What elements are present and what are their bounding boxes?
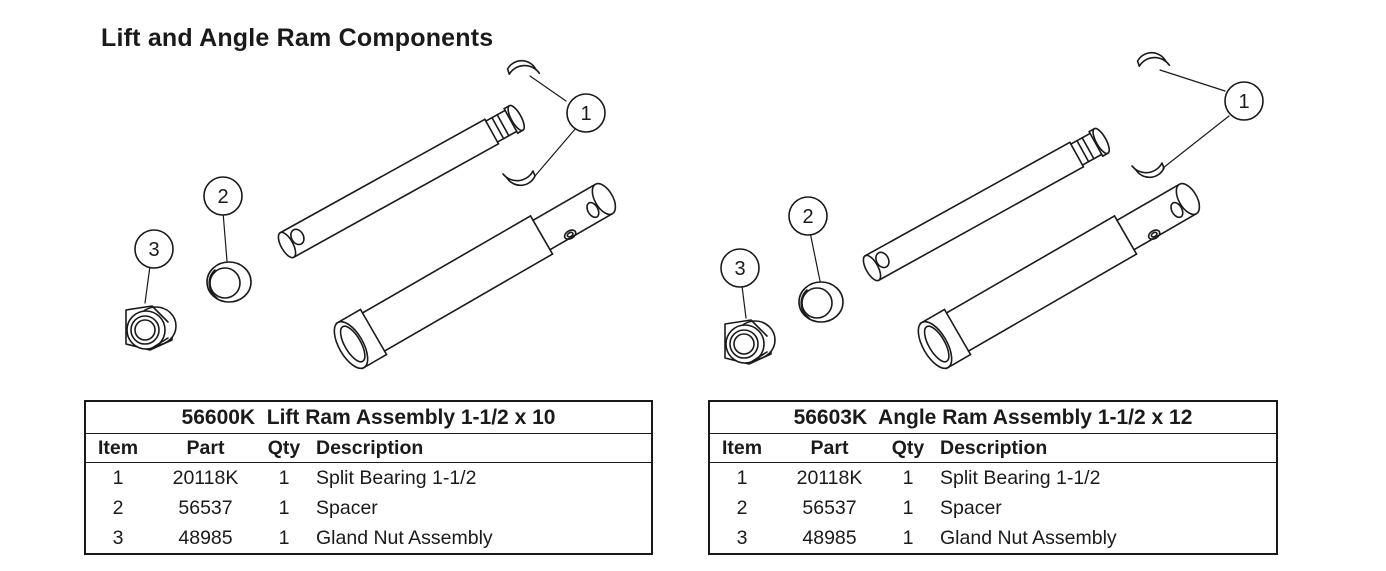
assembly-name: Angle Ram Assembly 1-1/2 x 12: [878, 405, 1193, 429]
cell-qty: 1: [278, 497, 290, 519]
table-row: 2 56537 1 Spacer: [709, 493, 1277, 523]
col-description: Description: [307, 433, 652, 463]
cell-description: Gland Nut Assembly: [316, 527, 493, 549]
spacer-right: [798, 281, 844, 323]
cell-part: 48985: [802, 527, 857, 549]
callout-3-left: 3: [134, 229, 174, 269]
col-qty: Qty: [261, 433, 307, 463]
callout-3-right: 3: [720, 248, 760, 288]
cell-description: Spacer: [316, 497, 378, 519]
assembly-number: 56603K: [793, 405, 868, 429]
cell-part: 56537: [802, 497, 857, 519]
table-row: 3 48985 1 Gland Nut Assembly: [709, 523, 1277, 554]
cell-description: Gland Nut Assembly: [940, 527, 1117, 549]
split-bearing-upper-left: [506, 58, 541, 78]
leader-lines-right: [741, 69, 1230, 319]
table-row: 3 48985 1 Gland Nut Assembly: [85, 523, 652, 554]
leader-lines-left: [144, 75, 577, 304]
angle-ram-rod: [859, 125, 1114, 284]
cell-part: 48985: [178, 527, 233, 549]
cell-qty: 1: [902, 527, 914, 549]
svg-text:1: 1: [580, 103, 591, 125]
cell-part: 20118K: [172, 467, 239, 489]
cell-part: 56537: [178, 497, 233, 519]
lift-ram-barrel: [326, 171, 626, 375]
col-item: Item: [85, 433, 150, 463]
spacer-left: [206, 261, 252, 303]
assembly-number: 56600K: [181, 405, 256, 429]
page-title: Lift and Angle Ram Components: [101, 24, 494, 52]
lift-ram-rod: [274, 102, 529, 261]
cell-item: 1: [736, 467, 748, 489]
cell-qty: 1: [278, 527, 290, 549]
split-bearing-lower-left: [502, 170, 536, 187]
exploded-parts-drawing: 1 2 3 1 2 3: [125, 50, 1264, 375]
cell-item: 2: [736, 497, 748, 519]
cell-item: 3: [736, 527, 748, 549]
split-bearing-upper-right: [1136, 50, 1171, 70]
table-row: 2 56537 1 Spacer: [85, 493, 652, 523]
column-headers: Item Part Qty Description: [709, 433, 1277, 463]
col-part: Part: [774, 433, 885, 463]
svg-text:3: 3: [734, 258, 745, 280]
callout-2-left: 2: [203, 176, 243, 216]
cell-qty: 1: [902, 497, 914, 519]
lift-ram-parts-table: 56600K Lift Ram Assembly 1-1/2 x 10 Item…: [84, 400, 653, 555]
cell-item: 1: [112, 467, 124, 489]
col-qty: Qty: [885, 433, 931, 463]
assembly-name: Lift Ram Assembly 1-1/2 x 10: [266, 405, 556, 429]
callout-1-right: 1: [1224, 81, 1264, 121]
callout-1-left: 1: [566, 93, 606, 133]
svg-text:1: 1: [1238, 91, 1249, 113]
svg-text:3: 3: [148, 239, 159, 261]
col-item: Item: [709, 433, 774, 463]
table-title: 56600K Lift Ram Assembly 1-1/2 x 10: [85, 401, 652, 434]
cell-item: 3: [112, 527, 124, 549]
column-headers: Item Part Qty Description: [85, 433, 652, 463]
cell-qty: 1: [902, 467, 914, 489]
split-bearing-lower-right: [1131, 162, 1165, 179]
cell-qty: 1: [278, 467, 290, 489]
col-description: Description: [931, 433, 1277, 463]
cell-description: Spacer: [940, 497, 1002, 519]
col-part: Part: [150, 433, 261, 463]
table-row: 1 20118K 1 Split Bearing 1-1/2: [85, 463, 652, 494]
cell-part: 20118K: [796, 467, 863, 489]
svg-text:2: 2: [802, 206, 813, 228]
callout-2-right: 2: [788, 196, 828, 236]
svg-text:2: 2: [217, 186, 228, 208]
gland-nut-left: [125, 305, 177, 351]
cell-description: Split Bearing 1-1/2: [940, 467, 1101, 489]
angle-ram-parts-table: 56603K Angle Ram Assembly 1-1/2 x 12 Ite…: [708, 400, 1278, 555]
cell-description: Split Bearing 1-1/2: [316, 467, 477, 489]
table-row: 1 20118K 1 Split Bearing 1-1/2: [709, 463, 1277, 494]
gland-nut-right: [724, 319, 776, 365]
cell-item: 2: [112, 497, 124, 519]
angle-ram-barrel: [910, 171, 1210, 375]
table-title: 56603K Angle Ram Assembly 1-1/2 x 12: [709, 401, 1277, 434]
